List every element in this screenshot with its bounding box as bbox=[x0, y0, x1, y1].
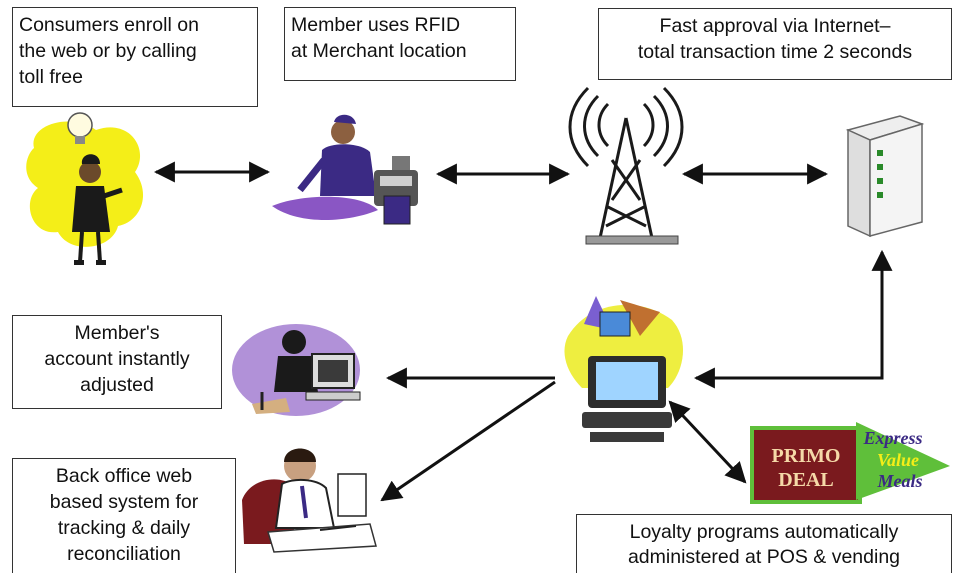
backoffice-box: Back office web based system for trackin… bbox=[12, 458, 236, 573]
express-value-meals-logo: Express Value Meals bbox=[856, 422, 950, 500]
primo-deal-logo: PRIMO DEAL bbox=[750, 426, 862, 504]
approval-line-1: Fast approval via Internet– bbox=[659, 15, 891, 37]
account-line-1: Member's bbox=[74, 322, 160, 344]
arrow-processor-backoffice bbox=[380, 380, 556, 502]
approval-line-2: total transaction time 2 seconds bbox=[637, 41, 913, 63]
woman-computer-icon bbox=[232, 324, 361, 416]
approval-box: Fast approval via Internet– total transa… bbox=[598, 8, 952, 80]
backoffice-line-3: tracking & daily bbox=[57, 517, 191, 539]
woman-lightbulb-icon bbox=[26, 112, 144, 265]
account-line-3: adjusted bbox=[80, 374, 154, 396]
backoffice-line-4: reconciliation bbox=[67, 543, 181, 565]
enroll-line-2: the web or by calling bbox=[19, 40, 197, 62]
rfid-box: Member uses RFID at Merchant location bbox=[284, 7, 516, 81]
enroll-box: Consumers enroll on the web or by callin… bbox=[12, 7, 258, 107]
radio-tower-icon bbox=[568, 86, 684, 245]
loyalty-line-2: administered at POS & vending bbox=[627, 546, 901, 568]
loyalty-box: Loyalty programs automatically administe… bbox=[576, 514, 952, 573]
express-line-2: Value bbox=[877, 450, 919, 470]
arrow-processor-loyalty bbox=[668, 400, 747, 484]
loyalty-line-1: Loyalty programs automatically bbox=[629, 521, 899, 543]
primo-deal-line-1: PRIMO bbox=[772, 445, 841, 467]
account-box: Member's account instantly adjusted bbox=[12, 315, 222, 409]
computer-hub-icon bbox=[564, 296, 684, 442]
express-line-1: Express bbox=[862, 428, 922, 448]
rfid-line-2: at Merchant location bbox=[291, 40, 467, 62]
cashier-register-icon bbox=[272, 114, 418, 225]
enroll-line-1: Consumers enroll on bbox=[19, 14, 199, 36]
man-desk-icon bbox=[242, 448, 377, 553]
enroll-line-3: toll free bbox=[19, 66, 83, 88]
arrow-server-processor bbox=[693, 249, 893, 389]
rfid-line-1: Member uses RFID bbox=[291, 14, 461, 36]
primo-deal-line-2: DEAL bbox=[778, 469, 834, 491]
account-line-2: account instantly bbox=[44, 348, 190, 370]
internet-server-icon bbox=[845, 115, 925, 238]
backoffice-line-2: based system for bbox=[49, 491, 199, 513]
backoffice-line-1: Back office web bbox=[55, 465, 193, 487]
express-line-3: Meals bbox=[877, 471, 923, 491]
